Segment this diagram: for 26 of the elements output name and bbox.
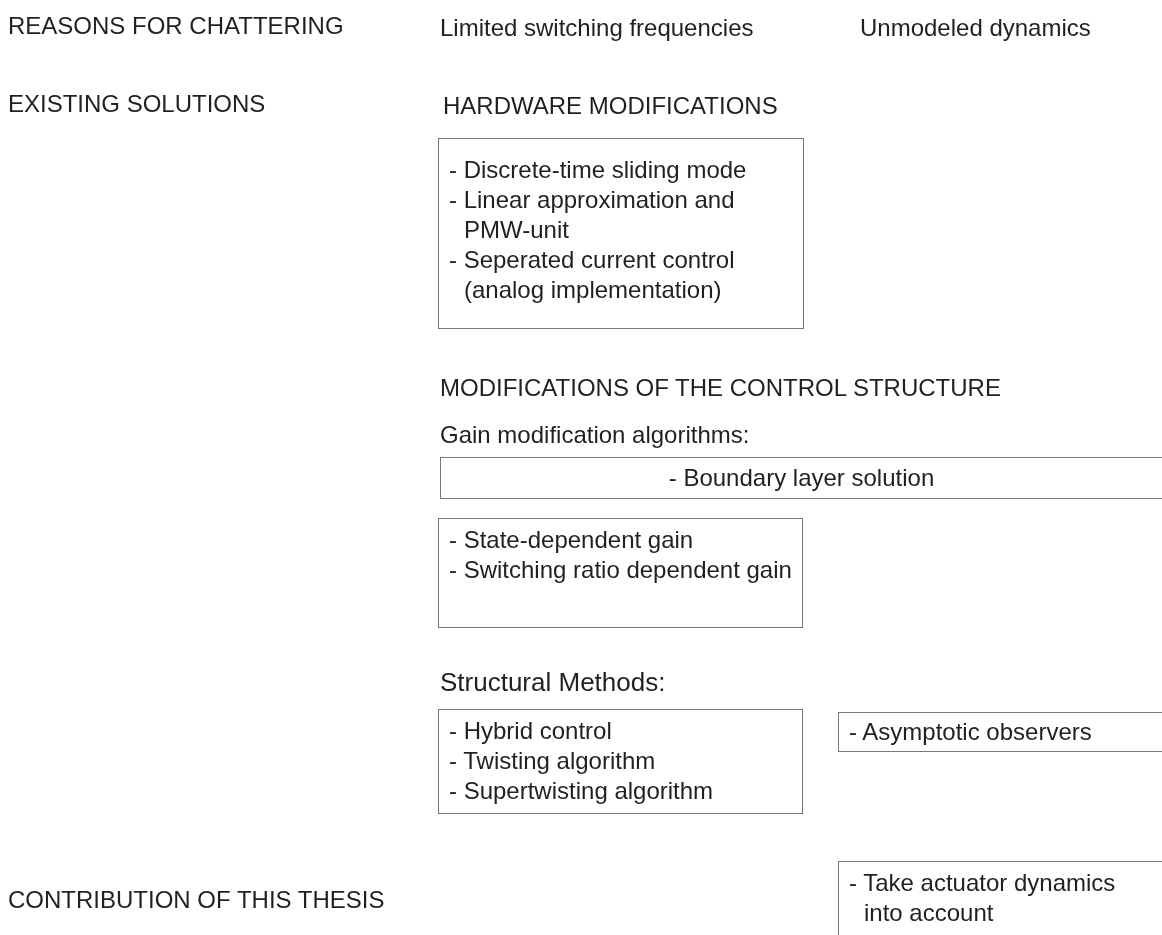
subsection-heading: MODIFICATIONS OF THE CONTROL STRUCTURE	[440, 373, 1001, 403]
list-item: - Seperated current control (analog implementation)	[449, 245, 736, 305]
section-heading: EXISTING SOLUTIONS	[8, 89, 266, 119]
list-item: - Take actuator dynamics into account	[849, 868, 1117, 928]
list-box	[438, 709, 803, 814]
list-item: - Supertwisting algorithm	[449, 776, 715, 806]
group-heading: Structural Methods:	[440, 666, 666, 699]
list-item: - Linear approximation and PMW-unit	[449, 185, 736, 245]
section-heading: REASONS FOR CHATTERING	[8, 11, 344, 41]
group-heading: Gain modification algorithms:	[440, 420, 750, 450]
list-item: - Switching ratio dependent gain	[449, 555, 792, 585]
subsection-heading: HARDWARE MODIFICATIONS	[443, 91, 778, 121]
list-item: - Hybrid control	[449, 716, 613, 746]
section-heading: CONTRIBUTION OF THIS THESIS	[8, 885, 385, 915]
reason-text: Unmodeled dynamics	[860, 13, 1091, 43]
list-item: - Discrete-time sliding mode	[449, 155, 748, 185]
list-item: - Asymptotic observers	[849, 717, 1093, 747]
list-box	[838, 712, 1162, 752]
list-item: - State-dependent gain	[449, 525, 695, 555]
reason-text: Limited switching frequencies	[440, 13, 754, 43]
list-box	[438, 518, 803, 628]
list-box	[838, 861, 1162, 935]
list-item: - Boundary layer solution	[668, 463, 935, 493]
list-box	[438, 138, 804, 329]
list-box	[440, 457, 1162, 499]
list-item: - Twisting algorithm	[449, 746, 657, 776]
